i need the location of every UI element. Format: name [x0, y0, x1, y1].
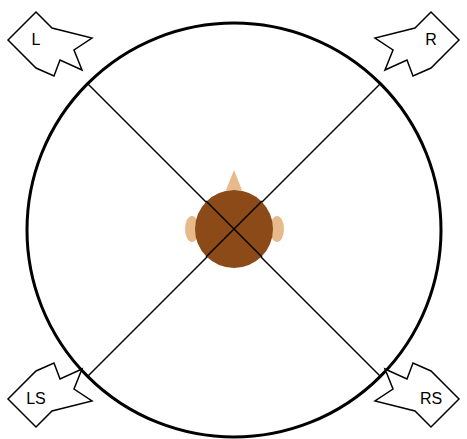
- axis-line: [88, 84, 380, 376]
- speaker-outline: [375, 12, 459, 76]
- axis-line: [88, 84, 380, 376]
- axis-line: [206, 201, 262, 257]
- speaker-node: R: [371, 0, 467, 80]
- speaker-symbol: [371, 0, 467, 80]
- speaker-label: LS: [26, 391, 46, 407]
- speaker-label: L: [32, 32, 41, 48]
- speaker-symbol: [0, 0, 96, 80]
- speaker-node: L: [0, 0, 96, 80]
- speaker-outline: [8, 363, 92, 427]
- speaker-symbol: [371, 359, 467, 439]
- speaker-node: RS: [371, 359, 467, 439]
- speaker-symbol: [0, 359, 96, 439]
- speaker-label: RS: [420, 391, 442, 407]
- speaker-outline: [8, 12, 92, 76]
- speaker-outline: [375, 363, 459, 427]
- speaker-label: R: [425, 32, 437, 48]
- speaker-node: LS: [0, 359, 96, 439]
- listener-head: [195, 190, 273, 268]
- axis-line: [206, 201, 262, 257]
- nose: [226, 170, 242, 190]
- speaker-circle: [27, 23, 441, 437]
